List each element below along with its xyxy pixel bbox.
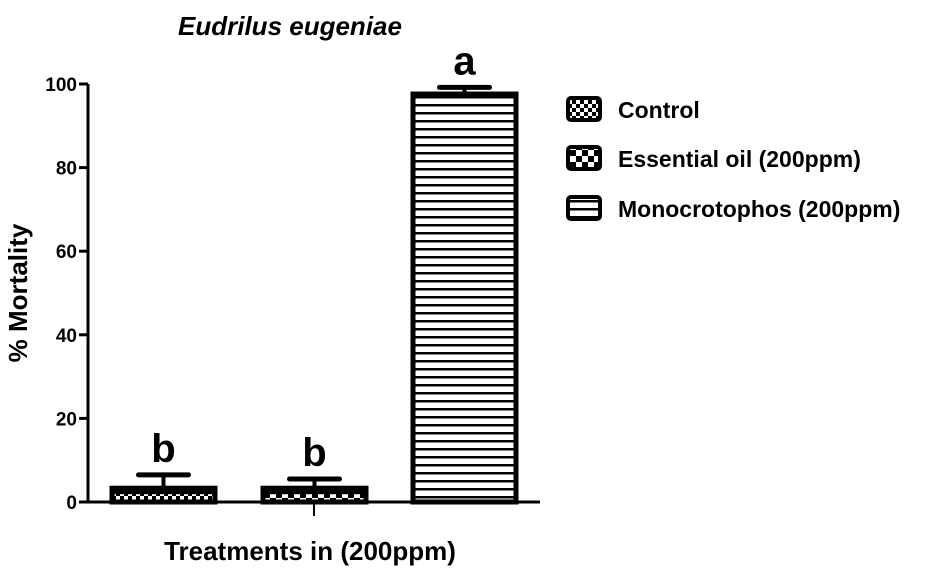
legend-item: Essential oil (200ppm) xyxy=(566,145,861,172)
significance-label: a xyxy=(453,39,476,83)
y-tick-label: 20 xyxy=(56,409,77,430)
legend-swatch xyxy=(566,96,602,122)
legend-label: Essential oil (200ppm) xyxy=(618,146,861,172)
bar xyxy=(410,91,519,505)
bar-group-1: b xyxy=(109,427,218,505)
legend-item: Monocrotophos (200ppm) xyxy=(566,195,900,222)
bar-group-2: b xyxy=(260,431,369,505)
x-axis-label: Treatments in (200ppm) xyxy=(164,536,456,566)
legend-item: Control xyxy=(566,96,700,123)
significance-label: b xyxy=(151,427,175,471)
y-tick-label: 60 xyxy=(56,242,77,263)
y-axis-label: % Mortality xyxy=(3,223,33,362)
chart-title: Eudrilus eugeniae xyxy=(178,11,402,41)
y-axis: 0 20 40 60 80 100 xyxy=(45,75,90,514)
bar-group-3: a xyxy=(410,39,519,505)
y-tick-label: 100 xyxy=(45,75,77,96)
bar-top-edge xyxy=(112,487,215,495)
legend-swatch xyxy=(566,195,602,221)
bar-top-edge xyxy=(263,487,366,495)
legend-swatch xyxy=(566,145,602,171)
legend-label: Monocrotophos (200ppm) xyxy=(618,196,900,222)
y-tick-label: 80 xyxy=(56,159,77,180)
y-tick-label: 0 xyxy=(66,493,77,514)
bars-group: b b a xyxy=(109,39,519,505)
y-tick-label: 40 xyxy=(56,326,77,347)
significance-label: b xyxy=(302,431,326,475)
legend-label: Control xyxy=(618,97,700,123)
